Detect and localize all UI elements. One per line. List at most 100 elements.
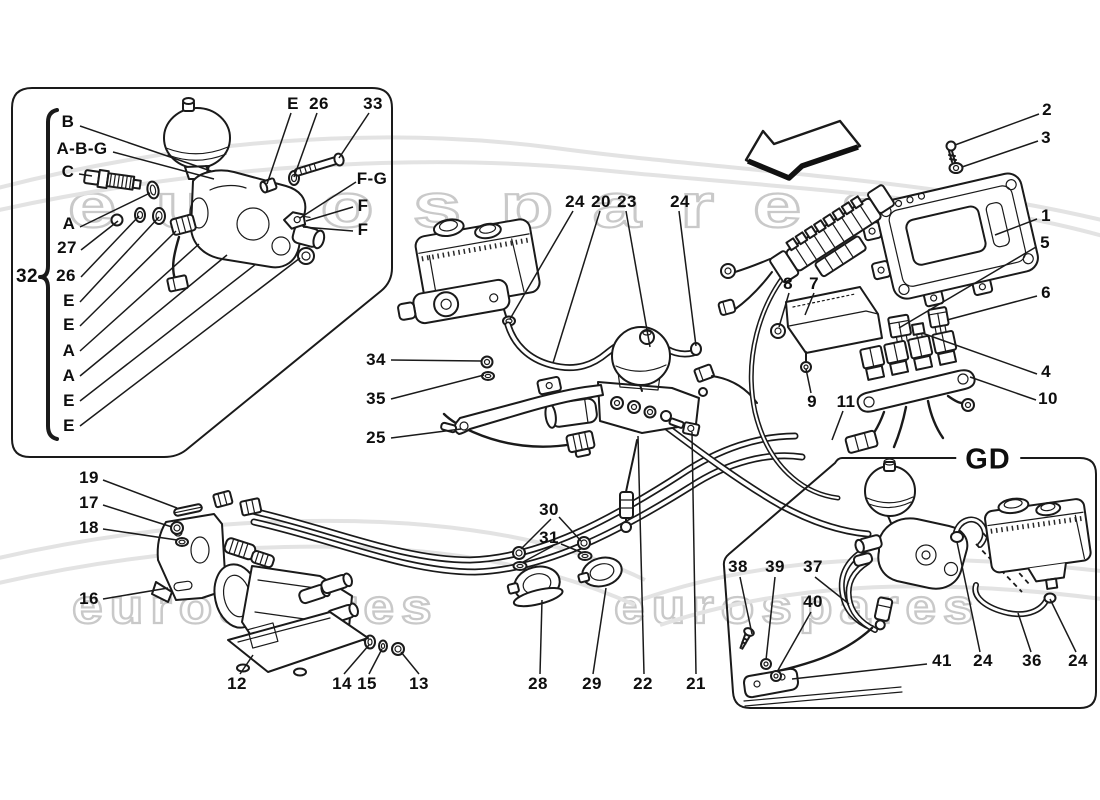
leader-n15 — [369, 649, 382, 674]
callout-n14: 14 — [332, 674, 352, 693]
leader-et — [267, 113, 291, 184]
callout-c: C — [61, 162, 75, 181]
bolt-17 — [171, 522, 183, 534]
callout-fg: F-G — [356, 169, 388, 188]
leader-n1 — [995, 219, 1037, 235]
callout-a2: A — [62, 341, 76, 360]
callout-e1: E — [63, 291, 75, 310]
callout-n16: 16 — [79, 589, 99, 608]
callout-n39: 39 — [765, 557, 785, 576]
callout-n22: 22 — [633, 674, 653, 693]
gd-inset — [724, 458, 1096, 708]
leader-n29 — [593, 588, 606, 674]
leader-n16 — [103, 588, 168, 599]
callout-f1: F — [357, 196, 369, 215]
callout-f2: F — [357, 220, 369, 239]
inset-box — [12, 88, 392, 457]
callout-n12: 12 — [227, 674, 247, 693]
leader-n12 — [240, 655, 253, 674]
leader-a2 — [80, 244, 199, 351]
support-bracket-25 — [455, 385, 603, 434]
leader-n2 — [955, 114, 1039, 145]
grommet-8 — [771, 324, 785, 338]
leader-n5 — [899, 247, 1036, 328]
leader-n24d — [1050, 599, 1076, 652]
leader-n35 — [391, 375, 484, 399]
leader-n10 — [970, 377, 1036, 400]
callout-n11: 11 — [836, 392, 856, 411]
callout-b: B — [61, 112, 75, 131]
clamp-29 — [575, 554, 624, 592]
leader-n18 — [103, 529, 177, 540]
callout-n24b: 24 — [670, 192, 690, 211]
leader-n8 — [779, 293, 789, 327]
callout-n31: 31 — [539, 528, 559, 547]
relay-5 — [888, 315, 912, 345]
leader-n38 — [740, 577, 752, 634]
leader-fg — [300, 182, 356, 218]
sensor-cylinder — [223, 537, 256, 561]
leader-n24a — [510, 211, 573, 319]
leader-n24b — [679, 211, 696, 346]
leader-e1 — [80, 217, 159, 302]
relay-6 — [928, 307, 950, 335]
gd-reservoir — [983, 489, 1095, 596]
leader-n11 — [832, 411, 843, 440]
master-cylinder-front — [396, 279, 511, 328]
callout-n1: 1 — [1041, 206, 1051, 225]
booster-assembly-inset — [84, 98, 345, 292]
callout-n3: 3 — [1041, 128, 1051, 147]
callout-n5: 5 — [1040, 233, 1050, 252]
callout-n7: 7 — [809, 274, 819, 293]
leader-n31 — [523, 546, 553, 562]
leader-n17 — [103, 505, 172, 527]
callout-n21: 21 — [686, 674, 706, 693]
fluid-reservoir — [396, 206, 541, 327]
callout-n36: 36 — [1022, 651, 1042, 670]
callout-n8: 8 — [783, 274, 793, 293]
callout-n10: 10 — [1038, 389, 1058, 408]
callout-abg: A-B-G — [56, 139, 108, 158]
bracket-f — [283, 209, 311, 229]
leader-n13 — [401, 652, 419, 674]
screw-2 — [947, 142, 956, 151]
ecu-unit — [858, 142, 1043, 317]
leader-n33 — [339, 113, 369, 158]
leader-n39 — [766, 577, 775, 660]
relay-fuse-box — [771, 287, 975, 453]
callout-et: E — [287, 94, 299, 113]
callout-n15: 15 — [357, 674, 377, 693]
leader-n27 — [81, 221, 118, 250]
callout-n32: 32 — [16, 266, 38, 287]
sensor-plug — [620, 492, 633, 532]
pressure-switch — [84, 168, 142, 193]
leader-n20 — [553, 211, 600, 363]
leader-n30 — [559, 517, 581, 541]
leader-a1 — [80, 193, 150, 227]
leader-n34 — [391, 360, 481, 361]
leader-n24c — [957, 542, 980, 652]
leader-c — [79, 174, 92, 176]
callout-n33: 33 — [363, 94, 383, 113]
callout-a3: A — [62, 366, 76, 385]
leader-lines — [79, 113, 1076, 679]
callout-n23: 23 — [617, 192, 637, 211]
callout-n38: 38 — [728, 557, 748, 576]
callout-n24a: 24 — [565, 192, 585, 211]
leader-n19 — [103, 480, 177, 508]
leader-n3 — [962, 141, 1038, 167]
connector-plug — [566, 431, 596, 459]
callout-e2: E — [63, 315, 75, 334]
hoses-pipes — [248, 414, 868, 572]
base-tray-12 — [228, 612, 368, 672]
callout-n28: 28 — [528, 674, 548, 693]
callout-n41: 41 — [932, 651, 952, 670]
leader-e3 — [80, 264, 256, 401]
washer-18 — [176, 538, 188, 546]
leader-f1 — [306, 207, 353, 221]
callout-n34: 34 — [366, 350, 386, 369]
leader-n28 — [540, 600, 542, 674]
mounting-bar-10 — [858, 370, 975, 411]
callout-n35: 35 — [366, 389, 386, 408]
